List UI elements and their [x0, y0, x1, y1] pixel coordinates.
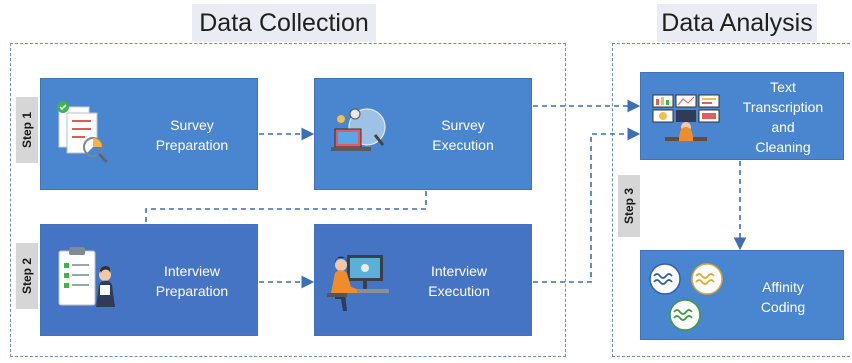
text-transcription-box: Text Transcription and Cleaning: [640, 72, 844, 160]
interview-execution-label: Interview Execution: [428, 263, 490, 299]
survey-execution-label: Survey Execution: [432, 117, 494, 153]
text-transcription-label: Text Transcription and Cleaning: [742, 79, 824, 155]
survey-preparation-label: Survey Preparation: [155, 117, 229, 153]
affinity-coding-label: Affinity Coding: [760, 279, 806, 315]
step-1-label: Step 1: [20, 111, 35, 149]
interview-preparation-label: Interview Preparation: [155, 263, 229, 299]
survey-execution-box: Survey Execution: [314, 78, 532, 190]
affinity-coding-box: Affinity Coding: [640, 250, 844, 340]
affinity-clusters-icon: [649, 263, 723, 331]
step-2-label: Step 2: [20, 257, 35, 295]
data-collection-title: Data Collection: [192, 4, 376, 42]
dashboard-screens-icon: [652, 94, 720, 141]
interview-preparation-box: Interview Preparation: [40, 224, 258, 336]
survey-preparation-box: Survey Preparation: [40, 78, 258, 190]
data-analysis-title: Data Analysis: [657, 4, 817, 42]
interview-clipboard-icon: [58, 247, 115, 307]
step-3-tab: Step 3: [618, 175, 640, 237]
person-at-computer-icon: [327, 255, 389, 311]
interview-execution-box: Interview Execution: [314, 224, 532, 336]
survey-globe-icon: [331, 108, 386, 151]
step-2-tab: Step 2: [16, 243, 38, 309]
step-3-label: Step 3: [622, 187, 637, 225]
step-1-tab: Step 1: [16, 97, 38, 163]
survey-checklist-icon: [57, 101, 109, 164]
